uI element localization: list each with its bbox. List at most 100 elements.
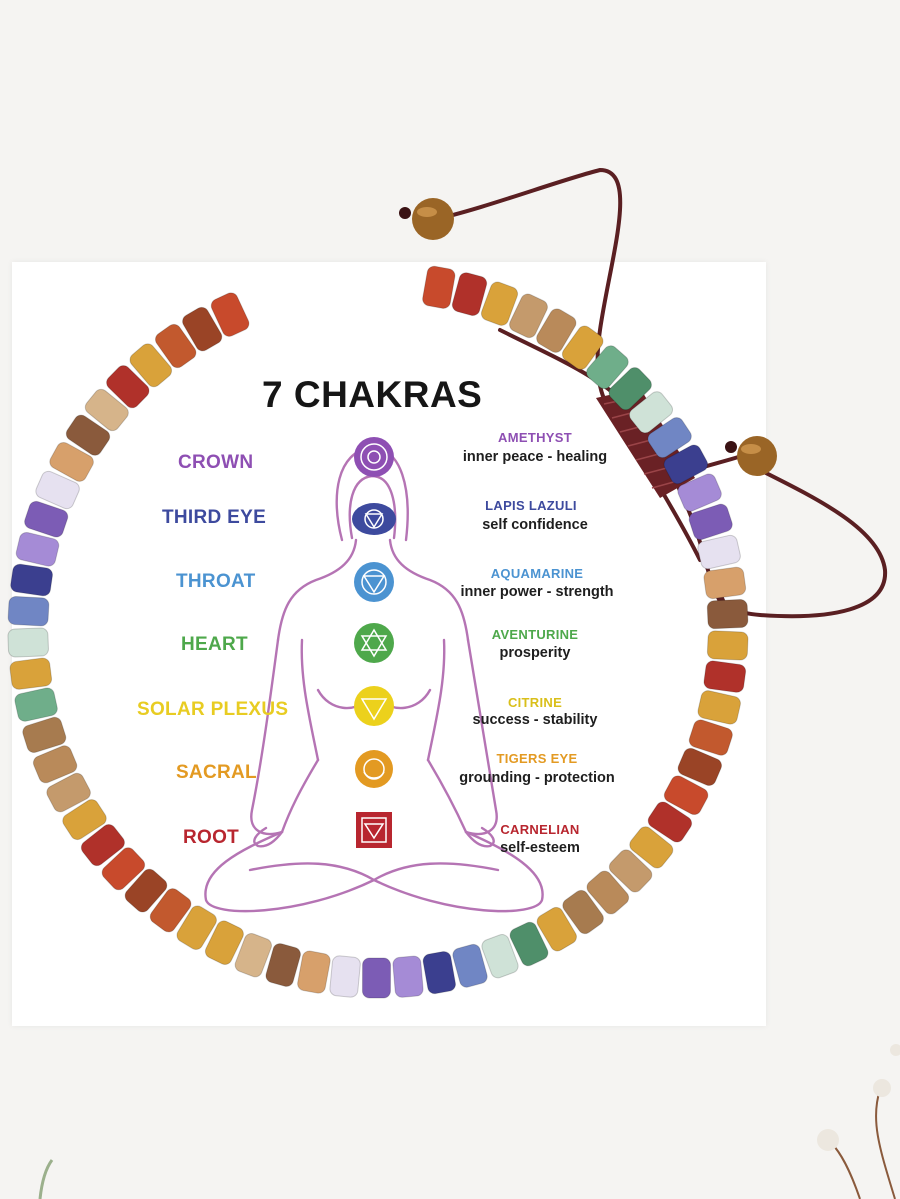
bead <box>297 950 331 994</box>
bead <box>422 265 456 309</box>
chakra-name-solar-plexus: SOLAR PLEXUS <box>137 699 289 720</box>
bead <box>703 566 747 600</box>
bead <box>452 943 488 988</box>
stone-name-citrine: CITRINE <box>507 695 563 710</box>
bead <box>204 920 244 965</box>
root-chakra-icon <box>356 812 392 848</box>
bead <box>647 417 692 459</box>
bead <box>129 343 173 388</box>
bead <box>422 951 456 995</box>
bead-ring <box>7 265 749 999</box>
bead <box>49 441 94 482</box>
bead <box>176 905 217 950</box>
stone-benefit-amethyst: inner peace - healing <box>462 449 608 465</box>
chakra-name-throat: THROAT <box>176 571 256 592</box>
stone-name-tigers-eye: TIGERS EYE <box>496 751 578 766</box>
bead <box>22 716 67 753</box>
bead <box>24 500 69 538</box>
bead <box>329 955 361 998</box>
stone-benefit-aventurine: prosperity <box>499 645 571 661</box>
bead <box>647 801 693 843</box>
bead <box>265 943 301 987</box>
stone-benefit-citrine: success - stability <box>472 712 598 728</box>
stone-name-carnelian: CARNELIAN <box>500 822 580 837</box>
stone-benefit-carnelian: self-esteem <box>500 840 580 856</box>
throat-chakra-icon <box>354 562 394 602</box>
bead <box>697 690 741 725</box>
bead <box>392 955 424 998</box>
bead <box>154 323 197 369</box>
bead <box>124 868 168 913</box>
bead <box>697 534 741 570</box>
chakra-name-heart: HEART <box>181 634 248 655</box>
bead <box>688 719 733 756</box>
stone-name-lapis-lazuli: LAPIS LAZULI <box>485 498 577 513</box>
bead <box>509 921 549 967</box>
bead <box>7 627 49 658</box>
chakra-name-root: ROOT <box>183 827 240 848</box>
bead <box>608 367 652 411</box>
bead <box>481 934 519 979</box>
bead <box>62 799 107 841</box>
bead <box>706 599 749 630</box>
bead <box>628 391 674 434</box>
stone-benefit-lapis-lazuli: self confidence <box>482 517 588 533</box>
bead <box>706 630 749 661</box>
bead <box>677 747 723 786</box>
bead <box>677 473 722 512</box>
bead <box>210 292 250 337</box>
bead <box>536 308 577 353</box>
bead <box>14 687 58 722</box>
chakra-name-third-eye: THIRD EYE <box>162 507 267 528</box>
solar-plexus-chakra-icon <box>354 686 394 726</box>
bead <box>361 957 392 999</box>
chakra-name-sacral: SACRAL <box>176 762 257 783</box>
bead <box>663 444 709 485</box>
stone-benefit-aquamarine: inner power - strength <box>460 584 614 600</box>
bead <box>7 596 50 627</box>
bead <box>65 414 111 456</box>
figure-outline <box>204 446 544 913</box>
bead <box>536 906 577 952</box>
bead <box>234 933 272 978</box>
stone-name-aventurine: AVENTURINE <box>491 627 579 642</box>
bead <box>9 657 53 690</box>
bead <box>480 281 519 326</box>
bead <box>509 293 548 339</box>
bead <box>703 660 747 693</box>
bead <box>586 345 629 390</box>
bead <box>46 772 91 813</box>
bead <box>35 470 80 510</box>
crown-chakra-icon <box>354 437 394 477</box>
tiger-eye-bead-icon <box>399 198 454 240</box>
bead <box>10 563 53 597</box>
bead <box>451 272 488 316</box>
bead <box>586 870 630 915</box>
bead <box>608 849 653 893</box>
stone-name-aquamarine: AQUAMARINE <box>490 566 584 581</box>
bead <box>562 889 604 935</box>
bead <box>106 365 150 409</box>
bead <box>15 531 60 567</box>
stone-benefit-tigers-eye: grounding - protection <box>459 770 615 786</box>
chakra-name-crown: CROWN <box>178 452 254 473</box>
bead <box>80 824 125 867</box>
bead <box>101 847 146 891</box>
bead <box>629 826 674 869</box>
bead <box>84 388 129 432</box>
sacral-chakra-icon <box>355 750 393 788</box>
bead <box>663 775 709 816</box>
tiger-eye-bead-icon <box>725 436 777 476</box>
bead <box>182 306 223 352</box>
stone-name-amethyst: AMETHYST <box>498 430 572 445</box>
heart-chakra-icon <box>354 623 394 663</box>
page-title: 7 CHAKRAS <box>262 374 483 415</box>
bead <box>149 888 192 933</box>
bead <box>561 325 604 370</box>
bead <box>32 745 78 784</box>
third-eye-chakra-icon <box>352 503 396 535</box>
bead <box>688 503 733 541</box>
